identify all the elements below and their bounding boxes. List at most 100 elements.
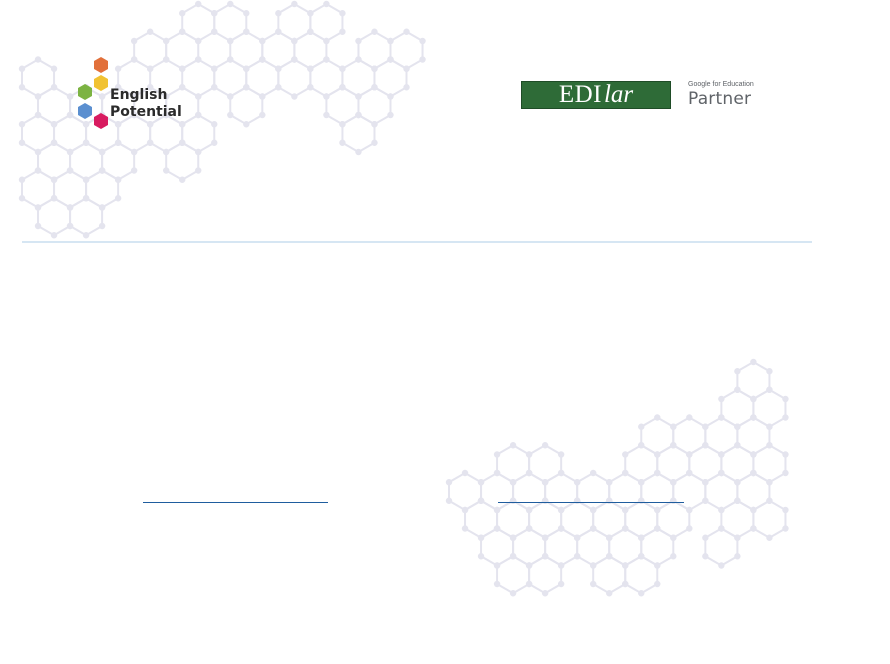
hex-node <box>686 451 693 458</box>
hex-node <box>66 148 74 156</box>
hex-node <box>638 479 645 486</box>
hex-cell <box>624 555 659 595</box>
hex-cell <box>544 527 579 567</box>
hex-node <box>195 56 202 63</box>
hex-node <box>541 479 549 486</box>
hex-node <box>98 148 106 156</box>
hex-node <box>461 506 469 514</box>
hex-cell <box>528 444 563 484</box>
hex-node <box>275 28 282 35</box>
hex-node <box>493 506 501 514</box>
hex-node <box>589 506 597 514</box>
hex-node <box>622 506 629 514</box>
hex-node <box>275 84 282 91</box>
hex-cell <box>576 527 611 567</box>
hex-node <box>638 479 645 486</box>
hex-cell <box>21 169 56 209</box>
hex-node <box>622 506 629 514</box>
hex-node <box>275 65 282 72</box>
hex-node <box>195 93 202 100</box>
hex-node <box>323 93 330 100</box>
hex-node <box>403 28 410 35</box>
hex-node <box>130 148 138 156</box>
hex-node <box>291 56 298 63</box>
hex-node <box>323 93 330 100</box>
hex-cell <box>704 471 739 512</box>
hex-node <box>654 562 661 569</box>
hex-node <box>670 534 677 541</box>
hex-node <box>211 10 218 17</box>
hex-node <box>509 590 517 597</box>
hex-node <box>66 148 74 156</box>
hex-node <box>638 534 645 541</box>
hex-node <box>195 37 202 45</box>
hex-node <box>718 469 725 477</box>
hex-node <box>291 56 298 63</box>
hex-node <box>686 414 693 421</box>
hex-node <box>606 479 613 486</box>
hexagon-cluster-icon <box>78 57 124 129</box>
hex-node <box>34 167 42 174</box>
hex-node <box>509 479 517 486</box>
hex-cell <box>37 197 72 237</box>
hex-node <box>638 479 645 486</box>
hex-node <box>718 506 725 514</box>
hex-node <box>477 497 485 504</box>
hex-cell <box>688 444 723 484</box>
hex-node <box>686 525 693 532</box>
hex-node <box>114 176 122 183</box>
hex-node <box>670 479 677 486</box>
hex-node <box>82 195 90 202</box>
hex-node <box>638 553 645 560</box>
hex-node <box>339 10 346 17</box>
hex-node <box>589 580 597 588</box>
hex-cell <box>576 471 611 512</box>
hex-cell <box>752 444 787 484</box>
hex-cell <box>325 86 360 126</box>
hex-node <box>98 167 106 174</box>
logo-line-english: English <box>110 87 168 103</box>
hex-node <box>750 414 757 421</box>
hex-node <box>606 479 613 486</box>
hex-cell <box>512 471 547 512</box>
hex-node <box>750 451 757 458</box>
hex-node <box>307 84 314 91</box>
hex-node <box>750 525 757 532</box>
hex-node <box>291 37 298 45</box>
hex-node <box>541 442 549 449</box>
hex-node <box>525 525 533 532</box>
hex-node <box>371 139 378 146</box>
hex-node <box>670 442 677 449</box>
hex-node <box>50 176 58 183</box>
hex-node <box>654 525 661 532</box>
hex-cell <box>480 471 515 512</box>
hex-node <box>371 121 378 128</box>
hex-node <box>766 423 773 430</box>
hex-node <box>718 562 725 569</box>
hex-node <box>686 506 693 514</box>
hex-cell <box>69 197 104 237</box>
hex-node <box>66 167 74 174</box>
hex-node <box>702 442 709 449</box>
hex-node <box>589 562 597 569</box>
hex-node <box>34 167 42 174</box>
hex-node <box>477 497 485 504</box>
hex-node <box>670 442 677 449</box>
hex-cell <box>229 30 264 70</box>
hex-node <box>114 176 122 183</box>
hex-node <box>525 580 533 588</box>
hex-node <box>654 506 661 514</box>
hex-node <box>477 479 485 486</box>
hex-node <box>34 111 42 119</box>
hex-node <box>419 37 426 45</box>
hex-node <box>195 148 202 156</box>
hex-cell <box>704 416 739 456</box>
hex-node <box>291 37 298 45</box>
hex-node <box>525 562 533 569</box>
hex-cell <box>656 499 691 539</box>
hex-cell <box>181 2 216 43</box>
hex-node <box>734 442 741 449</box>
hex-node <box>307 10 314 17</box>
hex-node <box>18 139 26 146</box>
